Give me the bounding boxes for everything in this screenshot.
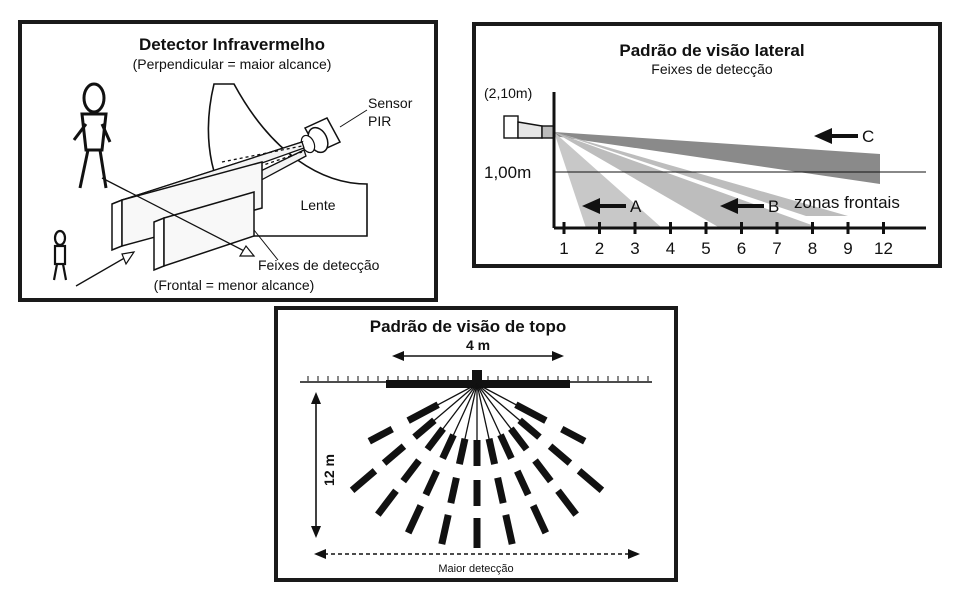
- perpendicular-arrow-line: [101, 177, 255, 257]
- distance-tick-label: 2: [595, 239, 604, 258]
- distance-tick-label: 7: [772, 239, 781, 258]
- perpendicular-arrow-icon: [238, 244, 256, 257]
- distance-tick-label: 6: [737, 239, 746, 258]
- fan-segment: [514, 401, 548, 424]
- max-detection-left-icon: [314, 549, 326, 559]
- depth-arrow-bottom-icon: [311, 526, 321, 538]
- fan-ray: [476, 383, 503, 439]
- wall-sensor-icon: [503, 115, 555, 139]
- fan-segment: [532, 458, 554, 484]
- beams-label: Feixes de detecção: [258, 257, 380, 273]
- zone-c-arrow-icon: [814, 128, 858, 144]
- depth-label: 12 m: [321, 454, 337, 486]
- top-view-diagram: Padrão de visão de topo 4 m 12 m Maior d…: [300, 317, 652, 575]
- fan-segment: [438, 514, 452, 545]
- width-arrow-right-icon: [552, 351, 564, 361]
- frontal-arrow-icon: [121, 251, 136, 266]
- fan-ray: [476, 383, 491, 443]
- fan-segment: [381, 443, 407, 466]
- side-subtitle: Feixes de detecção: [651, 61, 773, 77]
- distance-tick-label: 1: [559, 239, 568, 258]
- side-view-panel: Padrão de visão lateral Feixes de detecç…: [472, 22, 942, 268]
- fan-segment: [405, 504, 424, 535]
- fan-segment: [412, 417, 437, 440]
- fan-ray: [451, 383, 478, 439]
- distance-tick-label: 12: [874, 239, 893, 258]
- beams-leader-line: [253, 229, 279, 261]
- fan-segment: [424, 426, 446, 452]
- ir-subtitle: (Perpendicular = maior alcance): [133, 56, 332, 72]
- max-detection-label: Maior detecção: [438, 563, 513, 575]
- fan-segment: [530, 504, 549, 535]
- fan-segment: [576, 468, 605, 493]
- distance-tick-label: 5: [701, 239, 710, 258]
- width-arrow-left-icon: [392, 351, 404, 361]
- fan-segment: [447, 477, 460, 504]
- fan-segment: [455, 437, 469, 465]
- distance-tick-label: 3: [630, 239, 639, 258]
- ir-detector-illustration: Detector Infravermelho (Perpendicular = …: [52, 35, 413, 293]
- fan-segment: [497, 433, 515, 460]
- height-mid-label: 1,00m: [484, 163, 531, 182]
- distance-tick-label: 4: [666, 239, 675, 258]
- fan-segment: [517, 417, 542, 440]
- fan-segment: [494, 477, 507, 504]
- zone-a-beam: [554, 132, 662, 228]
- frontal-arrow-line: [75, 255, 129, 287]
- zone-b-label: B: [768, 197, 779, 216]
- width-label: 4 m: [466, 337, 490, 353]
- fan-ray: [440, 383, 478, 433]
- zone-b-arrow-icon: [720, 198, 764, 214]
- top-sensor-icon: [472, 370, 482, 384]
- fan-ray: [476, 383, 524, 424]
- fan-segment: [422, 469, 440, 497]
- person-large-icon: [72, 82, 112, 189]
- fan-segment: [502, 514, 516, 545]
- fan-ray: [476, 383, 514, 433]
- top-view-panel: Padrão de visão de topo 4 m 12 m Maior d…: [274, 306, 678, 582]
- ir-detector-panel: Detector Infravermelho (Perpendicular = …: [18, 20, 438, 302]
- person-small-icon: [52, 229, 68, 281]
- side-view-diagram: Padrão de visão lateral Feixes de detecç…: [484, 41, 926, 258]
- side-title: Padrão de visão lateral: [619, 41, 804, 60]
- depth-arrow-top-icon: [311, 392, 321, 404]
- zone-c-beam: [554, 132, 880, 184]
- fan-segment: [560, 425, 587, 445]
- pir-label: PIR: [368, 113, 391, 129]
- pir-sensor-icon: [300, 109, 368, 154]
- lens-label: Lente: [300, 197, 335, 213]
- zone-c-label: C: [862, 127, 874, 146]
- zone-b-upper-beam: [554, 132, 848, 216]
- detection-fan-lines: [423, 383, 531, 444]
- fan-segment: [367, 425, 394, 445]
- fan-segment: [406, 401, 440, 424]
- fan-ray: [463, 383, 478, 443]
- top-title: Padrão de visão de topo: [370, 317, 567, 336]
- fan-segment: [485, 437, 499, 465]
- fan-segment: [547, 443, 573, 466]
- distance-tick-label: 9: [843, 239, 852, 258]
- fan-segment: [514, 469, 532, 497]
- front-zones-label: zonas frontais: [794, 193, 900, 212]
- fan-ray: [430, 383, 478, 424]
- zone-a-label: A: [630, 197, 642, 216]
- height-top-label: (2,10m): [484, 85, 532, 101]
- zone-a-arrow-icon: [582, 198, 626, 214]
- max-detection-right-icon: [628, 549, 640, 559]
- floor-blocks: [111, 161, 263, 272]
- fan-segment: [400, 458, 422, 484]
- fan-segment: [508, 426, 530, 452]
- distance-tick-label: 8: [808, 239, 817, 258]
- ir-title: Detector Infravermelho: [139, 35, 325, 54]
- ir-bottom-caption: (Frontal = menor alcance): [154, 277, 315, 293]
- fan-segment: [439, 433, 457, 460]
- fan-segment: [349, 468, 378, 493]
- sensor-label: Sensor: [368, 95, 413, 111]
- fan-segment: [555, 488, 579, 517]
- fan-segment: [375, 488, 399, 517]
- detection-fan-segments: [349, 401, 605, 548]
